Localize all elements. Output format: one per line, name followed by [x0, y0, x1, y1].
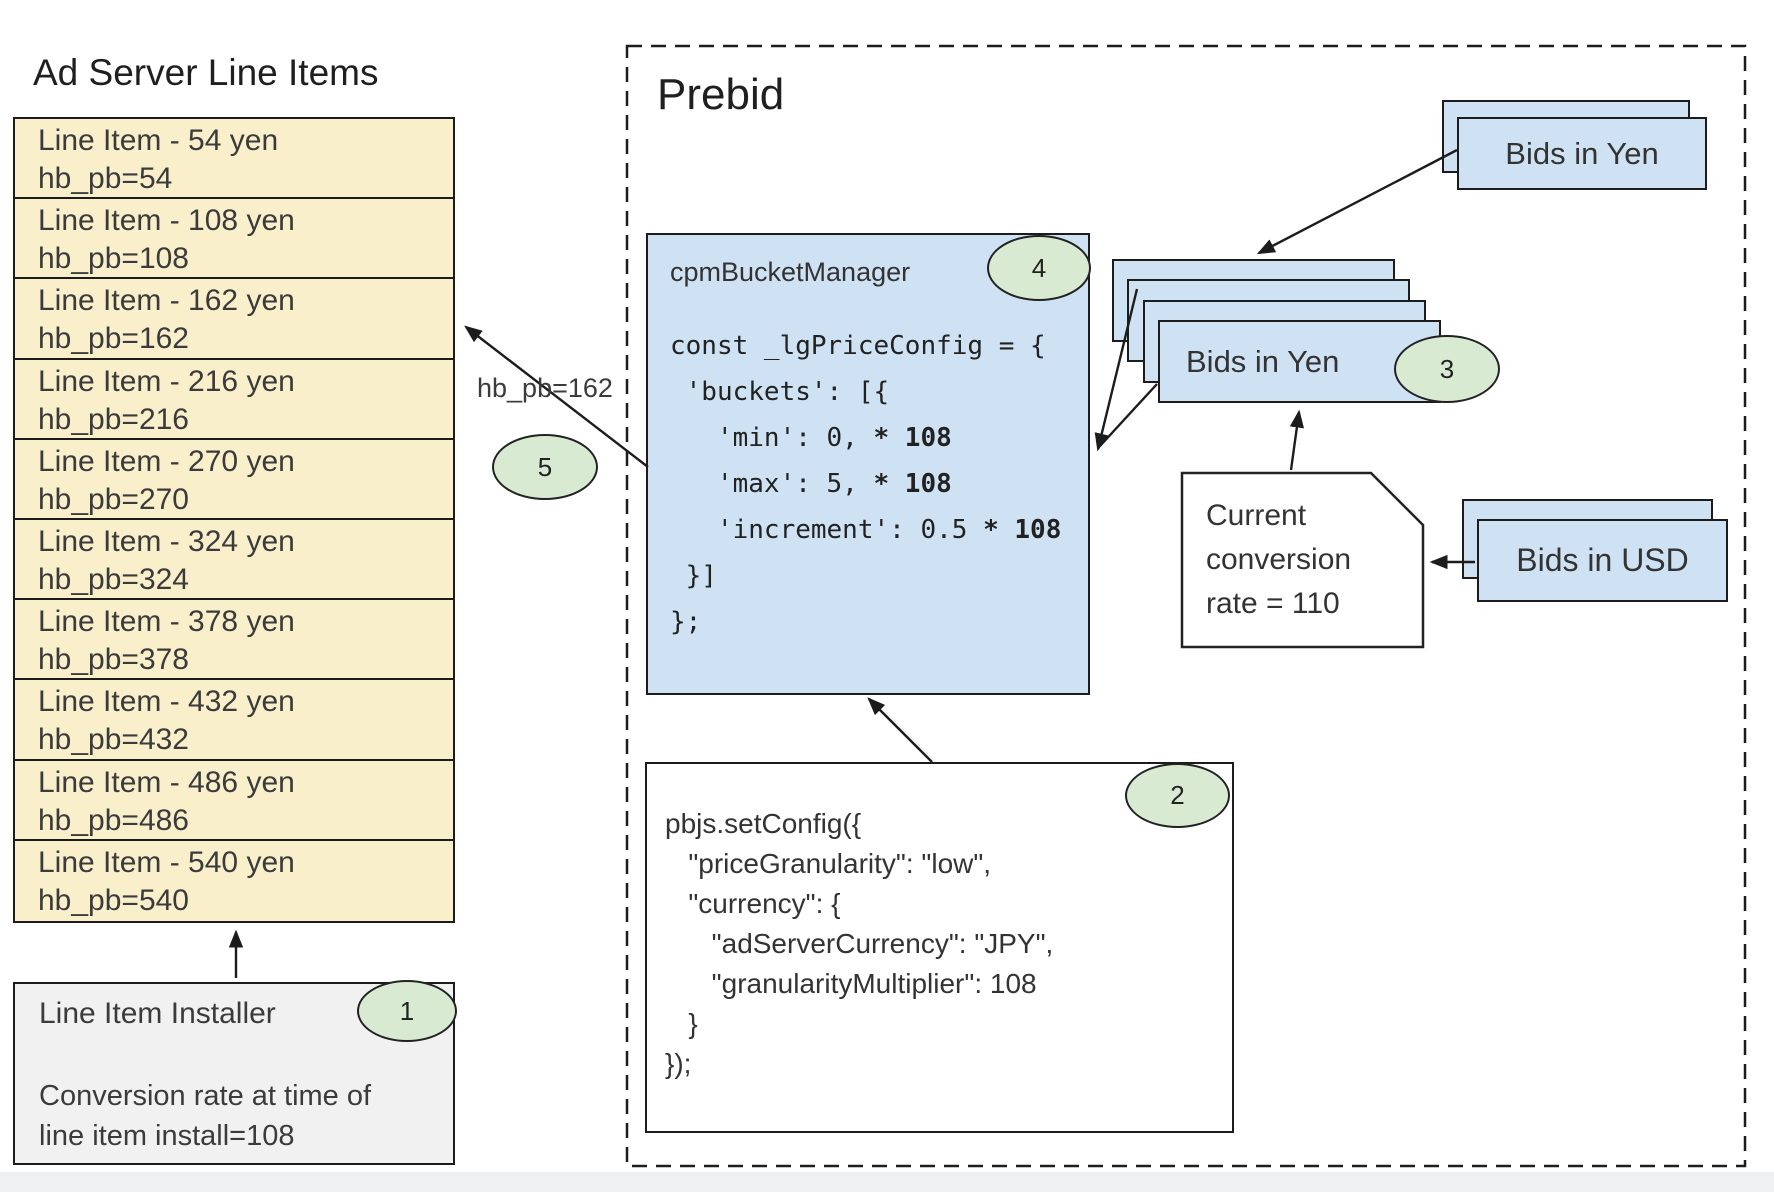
- set-config-code: pbjs.setConfig({ "priceGranularity": "lo…: [665, 804, 1053, 1084]
- code-line: 'min': 0, * 108: [670, 415, 1061, 461]
- cpm-bucket-manager-box: cpmBucketManager const _lgPriceConfig = …: [646, 233, 1090, 695]
- bids-in-yen-top-card: Bids in Yen: [1457, 117, 1707, 190]
- table-row: Line Item - 108 yen hb_pb=108: [15, 199, 453, 280]
- table-row: Line Item - 162 yen hb_pb=162: [15, 279, 453, 360]
- code-text: 'min': 0,: [670, 423, 874, 453]
- installer-title: Line Item Installer: [39, 997, 276, 1030]
- line-item-key: hb_pb=432: [38, 723, 189, 757]
- arrow-setconfig-to-cpm: [867, 697, 933, 763]
- table-row: Line Item - 432 yen hb_pb=432: [15, 680, 453, 761]
- line-item-name: Line Item - 486 yen: [38, 765, 295, 799]
- page-bottom-strip: [0, 1172, 1774, 1192]
- note-line3: rate = 110: [1206, 587, 1340, 620]
- table-row: Line Item - 270 yen hb_pb=270: [15, 440, 453, 520]
- code-bold-text: * 108: [873, 423, 952, 453]
- table-row: Line Item - 54 yen hb_pb=54: [15, 119, 453, 200]
- code-line: "priceGranularity": "low",: [665, 848, 992, 879]
- installer-note-line1: Conversion rate at time of: [39, 1080, 372, 1112]
- code-line: const _lgPriceConfig = {: [670, 323, 1061, 369]
- line-item-name: Line Item - 324 yen: [38, 524, 295, 558]
- code-bold-text: * 108: [983, 515, 1062, 545]
- code-line: 'increment': 0.5 * 108: [670, 507, 1061, 553]
- step-badge-4: 4: [987, 235, 1091, 301]
- line-item-key: hb_pb=324: [38, 562, 189, 596]
- ad-server-title: Ad Server Line Items: [33, 52, 379, 93]
- code-line: 'buckets': [{: [670, 369, 1061, 415]
- code-line: };: [670, 599, 1061, 645]
- arrow-note-to-yen-stack: [1289, 409, 1305, 471]
- bids-in-yen-top-label: Bids in Yen: [1505, 135, 1659, 171]
- hb-pb-flow-label: hb_pb=162: [477, 373, 613, 403]
- line-item-name: Line Item - 108 yen: [38, 204, 295, 238]
- installer-note-line2: line item install=108: [39, 1120, 295, 1152]
- code-text: };: [670, 607, 702, 637]
- step-badge-2: 2: [1125, 763, 1230, 828]
- code-line: pbjs.setConfig({: [665, 808, 862, 839]
- arrow-yen-top-to-stack: [1256, 148, 1458, 255]
- line-item-key: hb_pb=108: [38, 242, 189, 276]
- table-row: Line Item - 216 yen hb_pb=216: [15, 360, 453, 440]
- code-text: 'max': 5,: [670, 469, 874, 499]
- line-item-name: Line Item - 54 yen: [38, 124, 279, 157]
- line-item-name: Line Item - 432 yen: [38, 685, 295, 719]
- lg-price-config-code: const _lgPriceConfig = { 'buckets': [{ '…: [670, 323, 1061, 645]
- table-row: Line Item - 486 yen hb_pb=486: [15, 761, 453, 841]
- line-item-name: Line Item - 216 yen: [38, 364, 295, 398]
- step-badge-3: 3: [1394, 335, 1500, 403]
- line-item-key: hb_pb=270: [38, 482, 189, 516]
- line-item-name: Line Item - 270 yen: [38, 444, 295, 478]
- code-line: }]: [670, 553, 1061, 599]
- bids-in-usd-card: Bids in USD: [1477, 519, 1728, 602]
- step-badge-5: 5: [492, 434, 598, 500]
- code-bold-text: * 108: [873, 469, 952, 499]
- table-row: Line Item - 324 yen hb_pb=324: [15, 520, 453, 601]
- line-item-key: hb_pb=486: [38, 803, 189, 837]
- installer-note: Conversion rate at time of line item ins…: [39, 1076, 371, 1156]
- cpm-bucket-manager-label: cpmBucketManager: [670, 257, 911, 287]
- table-row: Line Item - 378 yen hb_pb=378: [15, 600, 453, 681]
- conversion-rate-note-text: Current conversion rate = 110: [1206, 494, 1351, 626]
- line-item-key: hb_pb=378: [38, 643, 189, 677]
- code-text: 'increment': 0.5: [670, 515, 984, 545]
- line-item-key: hb_pb=54: [38, 162, 173, 195]
- code-line: "adServerCurrency": "JPY",: [665, 928, 1054, 959]
- note-line1: Current: [1206, 499, 1307, 532]
- code-text: const _lgPriceConfig = {: [670, 331, 1046, 361]
- line-items-table: Line Item - 54 yen hb_pb=54 Line Item - …: [13, 117, 455, 923]
- line-item-key: hb_pb=216: [38, 402, 189, 436]
- note-line2: conversion: [1206, 543, 1352, 576]
- table-row: Line Item - 540 yen hb_pb=540: [15, 841, 453, 921]
- line-item-name: Line Item - 162 yen: [38, 284, 295, 318]
- prebid-title: Prebid: [657, 70, 785, 119]
- code-line: 'max': 5, * 108: [670, 461, 1061, 507]
- line-item-name: Line Item - 378 yen: [38, 605, 295, 639]
- code-line: "currency": {: [665, 888, 841, 919]
- code-text: 'buckets': [{: [670, 377, 890, 407]
- code-line: });: [665, 1048, 692, 1079]
- bids-in-usd-label: Bids in USD: [1516, 542, 1689, 578]
- bids-in-yen-stack-label: Bids in Yen: [1186, 343, 1340, 379]
- arrow-yen-stack-to-cpm-b: [1099, 383, 1158, 447]
- code-line: "granularityMultiplier": 108: [665, 968, 1037, 999]
- step-badge-1: 1: [357, 980, 457, 1042]
- line-item-key: hb_pb=162: [38, 322, 189, 356]
- code-line: }: [665, 1008, 698, 1039]
- code-text: }]: [670, 561, 717, 591]
- line-item-key: hb_pb=540: [38, 883, 189, 917]
- line-item-name: Line Item - 540 yen: [38, 845, 295, 879]
